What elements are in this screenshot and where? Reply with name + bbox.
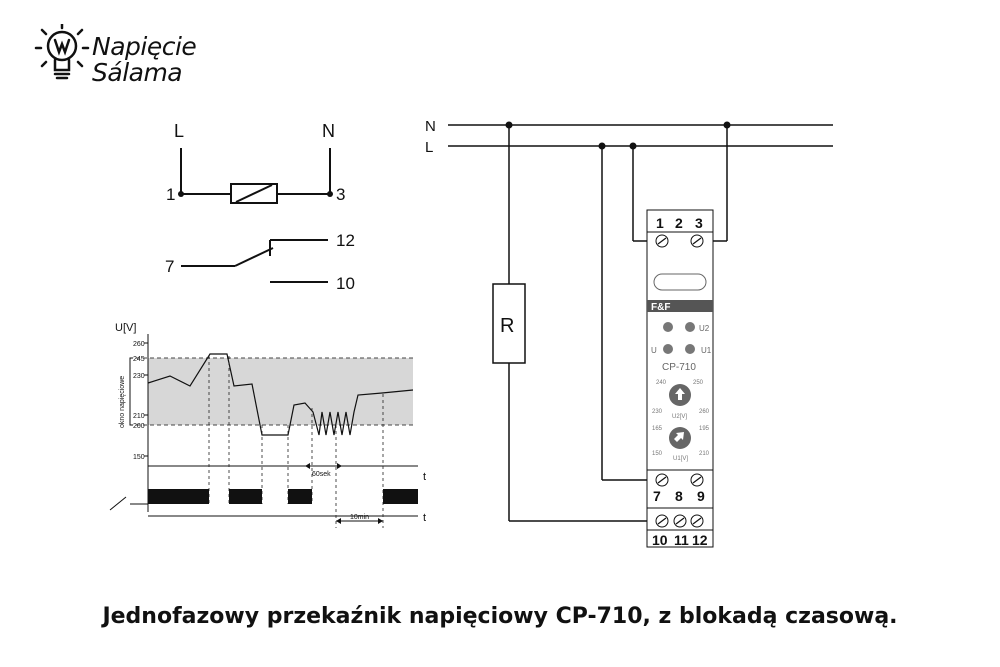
tick-label: 150	[133, 454, 145, 461]
terminal-12-label: 12	[336, 231, 355, 250]
load-resistor	[492, 283, 526, 364]
model-label: CP-710	[662, 362, 696, 373]
terminal-dot	[178, 191, 184, 197]
led-label: U1	[701, 346, 712, 355]
logo-text-line2: Sálama	[92, 58, 183, 87]
voltage-window-band	[148, 358, 413, 425]
lightbulb-icon	[34, 22, 90, 80]
window-label: okno napięciowe	[119, 376, 126, 428]
terminal-3-label: 3	[336, 185, 345, 204]
tick-label: 260	[133, 341, 145, 348]
device-cp710: F&F U2 U U1 CP-710 240 250 230 260 U2[V]…	[646, 209, 714, 548]
terminal-dot	[327, 191, 333, 197]
voltage-trace	[147, 353, 414, 436]
t-axis-label: t	[423, 471, 426, 483]
coil-symbol	[230, 183, 278, 204]
svg-text:U2[V]: U2[V]	[672, 414, 687, 420]
load-label: R	[500, 315, 514, 337]
relay-state-bars	[148, 489, 418, 504]
bus-L-label: L	[425, 139, 433, 156]
led-label: U2	[699, 324, 710, 333]
label-L: L	[174, 121, 184, 141]
logo-text-line1: Napięcie	[92, 32, 197, 61]
tick-label: 245	[133, 356, 145, 363]
caption: Jednofazowy przekaźnik napięciowy CP-710…	[102, 604, 898, 629]
terminal-label: 12	[692, 532, 708, 548]
terminal-label: 8	[675, 488, 683, 504]
tick-label: 210	[133, 413, 145, 420]
terminal-7-label: 7	[165, 257, 174, 276]
svg-text:260: 260	[699, 409, 710, 415]
terminal-label: 3	[695, 215, 703, 231]
y-axis-label: U[V]	[115, 322, 136, 334]
svg-text:165: 165	[652, 426, 663, 432]
terminal-1-label: 1	[166, 185, 175, 204]
t-axis-label-2: t	[423, 512, 426, 524]
svg-text:210: 210	[699, 451, 710, 457]
timing-diagram: U[V] 260 245 230 210 200 150 okno napięc…	[109, 322, 426, 528]
brand-label: F&F	[651, 302, 670, 313]
terminal-label: 2	[675, 215, 683, 231]
terminal-label: 11	[674, 532, 689, 548]
delay-60s-label: 60sek	[312, 471, 331, 478]
svg-text:195: 195	[699, 426, 710, 432]
tick-label: 230	[133, 373, 145, 380]
terminal-label: 9	[697, 488, 705, 504]
delay-10min-label: 10min	[350, 514, 369, 521]
terminal-label: 7	[653, 488, 661, 504]
svg-text:U1[V]: U1[V]	[673, 456, 688, 462]
terminal-label: 1	[656, 215, 664, 231]
svg-text:230: 230	[652, 409, 663, 415]
svg-text:150: 150	[652, 451, 663, 457]
terminal-label: 10	[652, 532, 668, 548]
relay-schematic	[180, 148, 331, 283]
logo: Napięcie Sálama	[32, 22, 222, 94]
svg-text:250: 250	[693, 380, 704, 386]
tick-label: 200	[133, 423, 145, 430]
terminal-10-label: 10	[336, 274, 355, 293]
bus-N-label: N	[425, 118, 436, 135]
svg-text:240: 240	[656, 380, 667, 386]
led-label: U	[651, 346, 657, 355]
label-N: N	[322, 121, 335, 141]
